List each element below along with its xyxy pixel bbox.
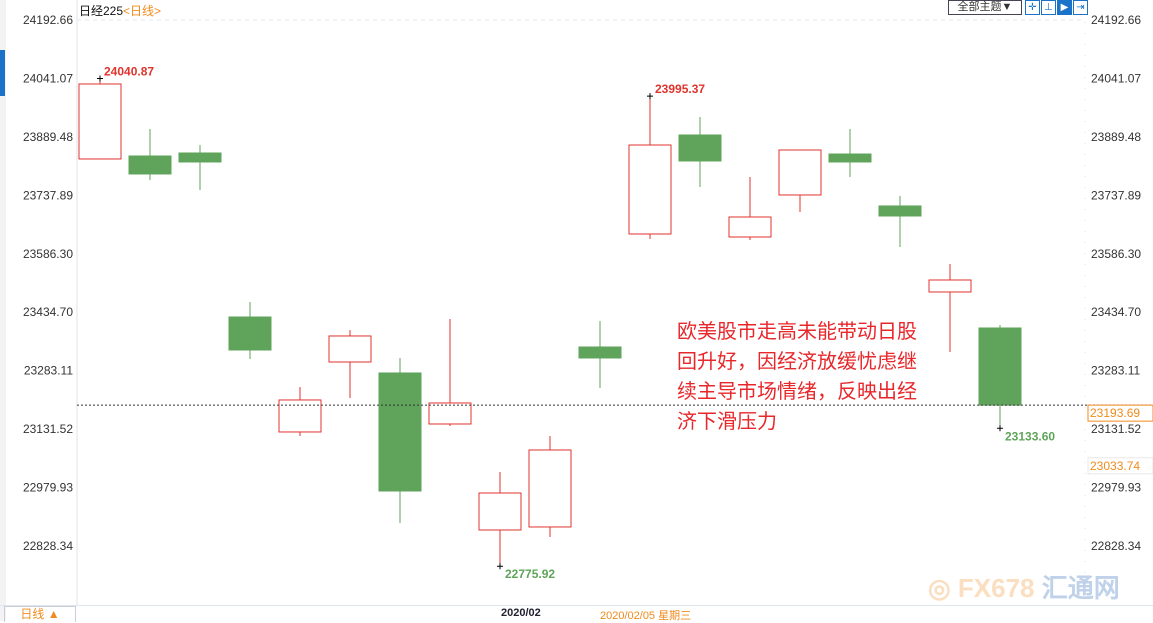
other-price-label: 23033.74 [1090, 459, 1140, 473]
extreme-marker [647, 93, 653, 100]
sidebar-selected-tab[interactable] [0, 50, 5, 96]
candle-body [728, 216, 772, 238]
candle-body [78, 83, 122, 160]
candle-body [878, 205, 922, 217]
y-tick-label-right: 23434.70 [1091, 305, 1141, 319]
extreme-marker [97, 75, 103, 82]
y-tick-label-right: 23737.89 [1091, 188, 1141, 202]
extreme-marker [497, 563, 503, 570]
y-tick-label-right: 23889.48 [1091, 130, 1141, 144]
range-icon[interactable]: ⊥ [1041, 0, 1056, 15]
crosshair-icon[interactable]: ✛ [1025, 0, 1040, 15]
watermark-logo: ◎ FX678 汇通网 [928, 573, 1120, 603]
candle-body [628, 144, 672, 235]
candle-body [978, 327, 1022, 406]
y-tick-label-left: 24041.07 [23, 71, 73, 85]
high-label: 24040.87 [104, 65, 154, 79]
y-tick-label-left: 23131.52 [23, 422, 73, 436]
y-tick-label-right: 24192.66 [1091, 13, 1141, 27]
high-label-2: 23995.37 [655, 82, 705, 96]
other-price-box [1087, 457, 1153, 475]
candle-body [378, 372, 422, 492]
candle-body [828, 153, 872, 163]
y-tick-label-left: 22979.93 [23, 481, 73, 495]
index-name: 日经225 [79, 4, 124, 18]
y-tick-label-right: 23283.11 [1091, 364, 1140, 378]
candle-body [228, 316, 272, 351]
y-tick-label-left: 23434.70 [23, 305, 73, 319]
x-tick-label: 2020/02 [501, 607, 541, 619]
candle-body [678, 134, 722, 162]
y-tick-label-left: 23737.89 [23, 188, 73, 202]
last-low-label: 23133.60 [1005, 429, 1055, 443]
low-label: 22775.92 [505, 567, 555, 581]
y-tick-label-left: 23889.48 [23, 130, 73, 144]
candle-body [578, 346, 622, 359]
candle-body [328, 335, 372, 363]
cursor-date-label: 2020/02/05 星期三 [600, 610, 692, 622]
y-tick-label-right: 22979.93 [1091, 481, 1141, 495]
play-icon[interactable]: ▶ [1057, 0, 1072, 15]
y-tick-label-right: 22828.34 [1091, 539, 1141, 553]
candle-body [778, 149, 822, 196]
y-tick-label-left: 23283.11 [24, 364, 73, 378]
y-tick-label-left: 22828.34 [23, 539, 73, 553]
candle-body [478, 492, 522, 531]
forward-icon[interactable]: ⇥ [1073, 0, 1088, 15]
candle-body [128, 155, 172, 175]
time-axis-bar [0, 605, 1153, 622]
last-price-label: 23193.69 [1090, 406, 1140, 420]
y-tick-label-right: 24041.07 [1091, 71, 1141, 85]
theme-dropdown[interactable]: 全部主题▼ [948, 0, 1022, 15]
y-tick-label-left: 24192.66 [23, 13, 73, 27]
extreme-marker [997, 425, 1003, 432]
y-tick-label-right: 23131.52 [1091, 422, 1141, 436]
candle-body [928, 279, 972, 293]
chart-title: 日经225<日线> [79, 2, 161, 19]
y-tick-label-left: 23586.30 [23, 247, 73, 261]
last-price-box [1087, 404, 1153, 422]
candle-body [428, 402, 472, 425]
y-tick-label-right: 23586.30 [1091, 247, 1141, 261]
candle-body [528, 449, 572, 528]
candle-body [178, 152, 222, 163]
annotation-text: 欧美股市走高未能带动日股回升好，因经济放缓忧虑继续主导市场情绪，反映出经济下滑压… [677, 319, 917, 433]
period-label[interactable]: <日线> [123, 4, 162, 18]
left-sidebar-strip [0, 0, 6, 621]
period-button[interactable]: 日线 ▲ [4, 606, 76, 622]
